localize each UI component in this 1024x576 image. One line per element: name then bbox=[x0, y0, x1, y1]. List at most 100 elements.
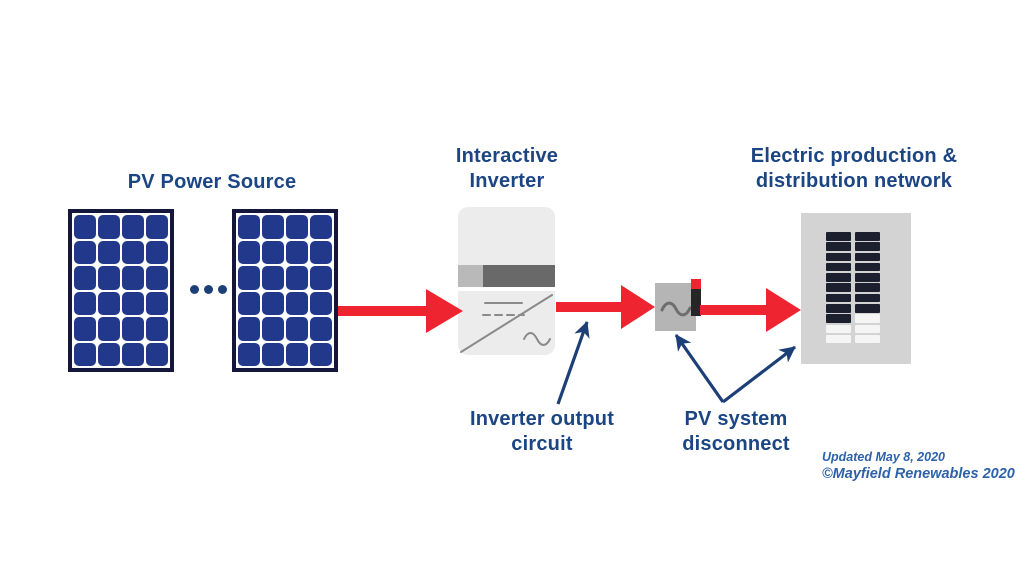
breaker-switch-on bbox=[826, 242, 851, 251]
solar-cell bbox=[146, 317, 168, 341]
solar-cell bbox=[98, 317, 120, 341]
solar-cell bbox=[310, 342, 332, 366]
breaker-column-right bbox=[855, 232, 880, 345]
breaker-switch-on bbox=[826, 304, 851, 313]
solar-cell bbox=[146, 266, 168, 290]
inverter-band-light-segment bbox=[458, 265, 483, 287]
breaker-switch-on bbox=[826, 252, 851, 262]
solar-cell bbox=[74, 291, 96, 315]
breaker-switch-on bbox=[855, 273, 880, 282]
solar-cell bbox=[98, 240, 120, 264]
solar-cell bbox=[286, 291, 308, 315]
solar-cell bbox=[146, 291, 168, 315]
distribution-network-line2: distribution network bbox=[755, 170, 953, 192]
disconnect-to-network-arrow bbox=[700, 288, 801, 332]
inverter-band-dark-segment bbox=[483, 265, 555, 287]
solar-cell bbox=[310, 240, 332, 264]
solar-cell bbox=[122, 291, 144, 315]
solar-cell bbox=[98, 266, 120, 290]
solar-cell bbox=[146, 240, 168, 264]
solar-cell bbox=[122, 215, 144, 239]
ellipsis-dot bbox=[190, 285, 199, 294]
solar-panel-2 bbox=[232, 209, 338, 372]
distribution-panel bbox=[801, 213, 911, 364]
inverter-output-circuit-label: Inverter output circuit bbox=[470, 407, 614, 457]
copyright-text: ©Mayfield Renewables 2020 bbox=[822, 466, 1015, 482]
breaker-switch-on bbox=[855, 242, 880, 251]
disconnect-handle bbox=[691, 289, 701, 316]
breaker-columns bbox=[826, 232, 880, 345]
breaker-switch-on bbox=[826, 283, 851, 292]
breaker-switch-on bbox=[855, 283, 880, 292]
inverter-output-line2: circuit bbox=[511, 433, 573, 455]
breaker-switch-on bbox=[826, 232, 851, 241]
solar-cell bbox=[238, 215, 260, 239]
solar-cell bbox=[310, 317, 332, 341]
breaker-switch-on bbox=[855, 293, 880, 303]
solar-cell bbox=[286, 240, 308, 264]
solar-cell bbox=[74, 266, 96, 290]
solar-cell bbox=[122, 266, 144, 290]
breaker-switch-off bbox=[855, 324, 880, 334]
solar-cell bbox=[238, 317, 260, 341]
interactive-inverter-label: Interactive Inverter bbox=[456, 144, 558, 194]
solar-cell bbox=[238, 342, 260, 366]
inverter-output-pointer bbox=[556, 321, 590, 405]
disconnect-pointer-left bbox=[674, 334, 725, 403]
solar-cell bbox=[98, 215, 120, 239]
solar-cell bbox=[310, 266, 332, 290]
pv-system-disconnect-line2: disconnect bbox=[682, 433, 790, 455]
solar-cell bbox=[98, 291, 120, 315]
solar-cell bbox=[262, 240, 284, 264]
breaker-switch-off bbox=[855, 314, 880, 323]
pv-system-disconnect-label: PV system disconnect bbox=[682, 407, 790, 457]
breaker-switch-on bbox=[855, 304, 880, 313]
solar-cell bbox=[98, 342, 120, 366]
solar-cell bbox=[122, 240, 144, 264]
ac-sine-icon bbox=[660, 301, 692, 317]
solar-cell bbox=[310, 215, 332, 239]
disconnect-handle-tip bbox=[691, 279, 701, 289]
solar-cell-grid bbox=[74, 215, 168, 366]
pv-power-source-label: PV Power Source bbox=[127, 171, 297, 193]
distribution-network-label: Electric production & distribution netwo… bbox=[751, 144, 957, 194]
solar-cell bbox=[74, 215, 96, 239]
interactive-inverter-line2: Inverter bbox=[469, 170, 545, 192]
breaker-switch-on bbox=[826, 273, 851, 282]
pv-to-inverter-arrow bbox=[338, 289, 463, 333]
ellipsis-dot bbox=[218, 285, 227, 294]
solar-cell bbox=[238, 266, 260, 290]
breaker-switch-off bbox=[855, 334, 880, 344]
solar-cell bbox=[122, 342, 144, 366]
solar-cell bbox=[262, 317, 284, 341]
solar-panel-1 bbox=[68, 209, 174, 372]
ellipsis-dot bbox=[204, 285, 213, 294]
breaker-switch-on bbox=[855, 232, 880, 241]
inverter-output-line1: Inverter output bbox=[469, 408, 615, 430]
solar-cell bbox=[238, 291, 260, 315]
solar-cell bbox=[310, 291, 332, 315]
interactive-inverter-line1: Interactive bbox=[455, 145, 559, 167]
dc-ac-conversion-icon bbox=[460, 294, 553, 353]
breaker-switch-on bbox=[826, 314, 851, 323]
updated-date-text: Updated May 8, 2020 bbox=[822, 450, 945, 464]
inverter-box bbox=[458, 207, 555, 355]
inverter-to-disconnect-arrow bbox=[556, 285, 655, 329]
pv-system-disconnect-line1: PV system bbox=[684, 408, 788, 430]
solar-cell bbox=[286, 266, 308, 290]
solar-cell bbox=[238, 240, 260, 264]
disconnect-pointer-right bbox=[722, 345, 796, 404]
solar-cell bbox=[74, 317, 96, 341]
disconnect-box bbox=[655, 283, 696, 331]
solar-cell bbox=[262, 266, 284, 290]
solar-cell bbox=[286, 342, 308, 366]
solar-cell-grid bbox=[238, 215, 332, 366]
breaker-column-left bbox=[826, 232, 851, 345]
solar-cell bbox=[262, 215, 284, 239]
solar-cell bbox=[286, 215, 308, 239]
solar-cell bbox=[146, 342, 168, 366]
solar-cell bbox=[74, 240, 96, 264]
breaker-switch-on bbox=[855, 252, 880, 262]
solar-cell bbox=[122, 317, 144, 341]
solar-cell bbox=[146, 215, 168, 239]
